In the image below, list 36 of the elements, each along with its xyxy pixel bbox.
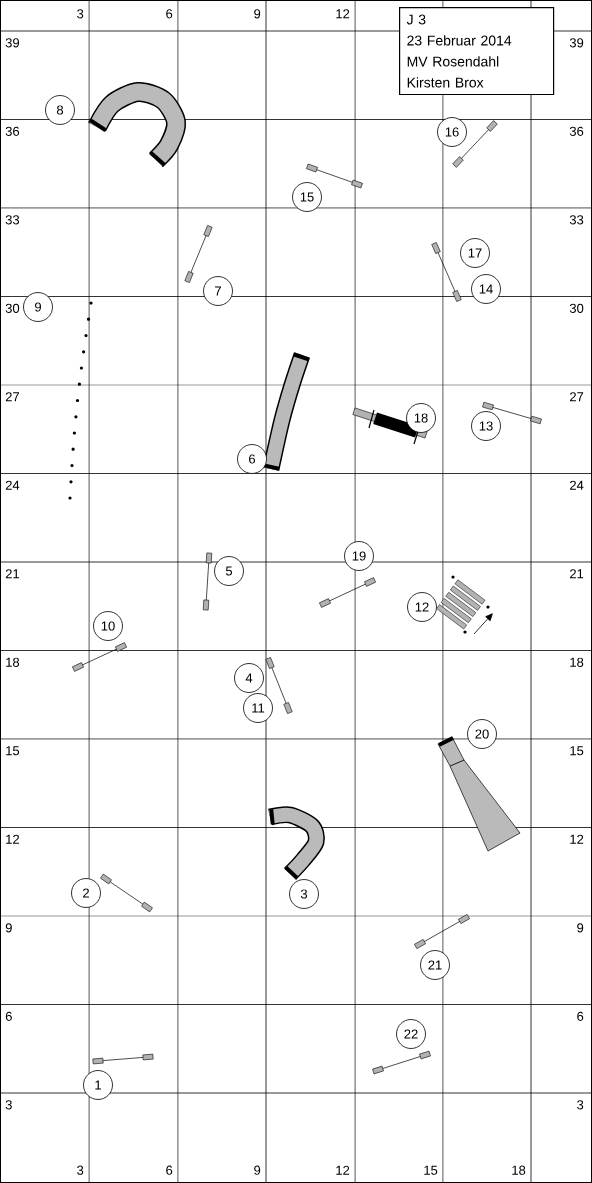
grid-number: 39 <box>5 38 20 48</box>
grid-number: 21 <box>570 569 584 579</box>
grid-number: 39 <box>569 38 584 48</box>
grid-number: 6 <box>166 1165 173 1175</box>
grid-number: 18 <box>512 1165 526 1175</box>
grid-number: 36 <box>5 126 20 136</box>
grid-number: 12 <box>6 834 19 844</box>
grid-number: 3 <box>77 9 84 19</box>
grid-number: 3 <box>77 1165 84 1175</box>
grid-number: 9 <box>254 9 261 19</box>
grid-number: 15 <box>424 1165 438 1175</box>
grid-number: 12 <box>336 9 350 19</box>
grid-number: 15 <box>570 746 584 756</box>
grid-number: 6 <box>166 9 173 19</box>
grid-number: 9 <box>254 1165 261 1175</box>
grid-number: 18 <box>6 657 20 667</box>
grid-number: 12 <box>570 834 584 844</box>
grid-number: 18 <box>570 657 584 667</box>
grid-number: 24 <box>570 480 584 490</box>
grid-number: 24 <box>5 480 20 490</box>
grid-number: 27 <box>5 392 19 402</box>
grid-number: 33 <box>5 215 20 225</box>
grid-number: 30 <box>569 303 584 313</box>
grid-number: 33 <box>569 215 584 225</box>
grid-number: 12 <box>336 1165 350 1175</box>
grid-number: 6 <box>5 1011 12 1021</box>
grid-number: 27 <box>570 392 584 402</box>
grid-number: 15 <box>6 746 20 756</box>
grid-number: 21 <box>5 569 20 579</box>
grid-number: 3 <box>5 1100 12 1110</box>
grid-number: 9 <box>5 923 12 933</box>
title-box: J 3 23 Februar 2014 MV Rosendahl Kirsten Brox <box>399 7 555 96</box>
grid-number: 6 <box>577 1011 584 1021</box>
grid-number: 3 <box>577 1100 584 1110</box>
grid-number: 36 <box>569 126 584 136</box>
grid-number: 9 <box>577 923 584 933</box>
